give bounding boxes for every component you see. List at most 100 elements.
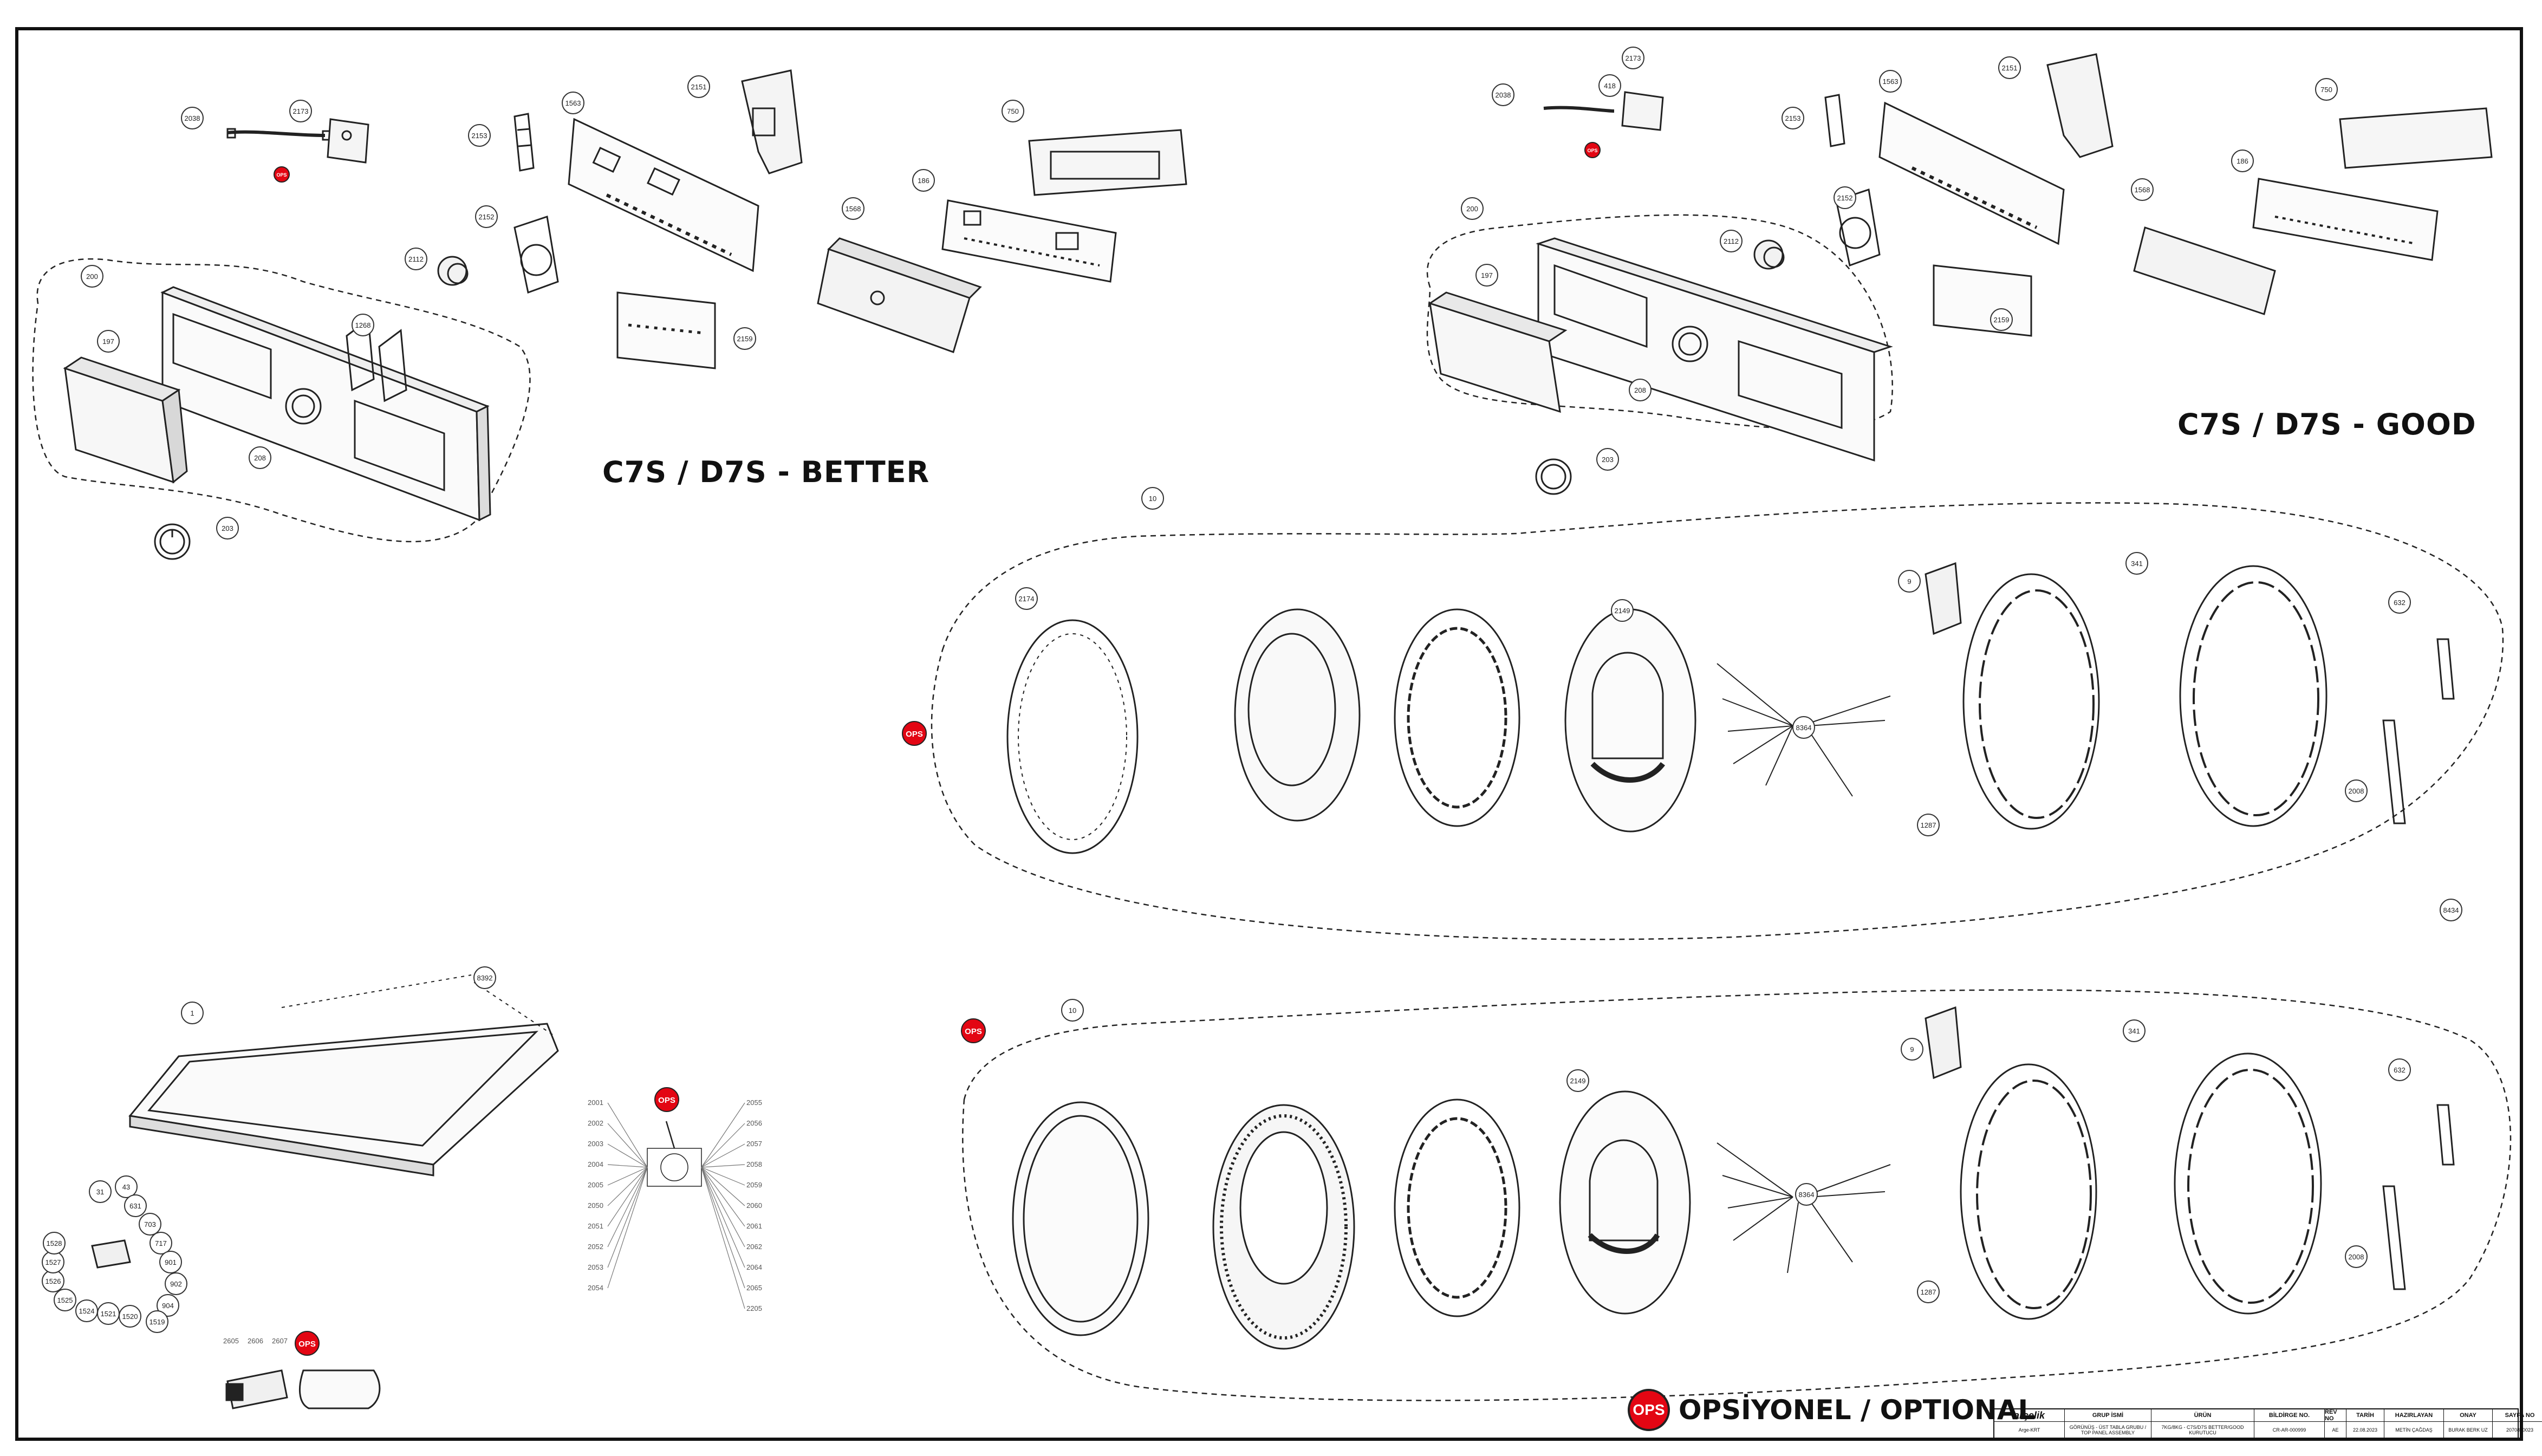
connector-right-2057: 2057 bbox=[746, 1140, 762, 1148]
prepared: METİN ÇAĞDAŞ bbox=[2395, 1427, 2433, 1433]
svg-text:2038: 2038 bbox=[1496, 91, 1511, 99]
fasteners-callout-904: 904 bbox=[157, 1294, 179, 1317]
svg-text:904: 904 bbox=[162, 1302, 174, 1310]
door_2-callout-632: 632 bbox=[2388, 1058, 2411, 1081]
svg-text:OPS: OPS bbox=[276, 172, 287, 178]
good-bracket bbox=[2046, 53, 2114, 158]
svg-text:632: 632 bbox=[2394, 599, 2406, 607]
good-callout-208: 208 bbox=[1629, 379, 1652, 401]
ops-badge: OPS bbox=[1628, 1389, 1670, 1431]
prepared-header: HAZIRLAYAN bbox=[2384, 1409, 2443, 1422]
notice-header: BİLDİRGE NO. bbox=[2254, 1409, 2324, 1422]
svg-text:186: 186 bbox=[2237, 157, 2248, 165]
svg-text:9: 9 bbox=[1907, 577, 1911, 586]
good-callout-418: 418 bbox=[1598, 74, 1621, 97]
good-callout-203: 203 bbox=[1596, 448, 1619, 471]
better-cable-module bbox=[226, 118, 369, 164]
connector-right-leader bbox=[701, 1167, 745, 1309]
connector-right-2059: 2059 bbox=[746, 1181, 762, 1189]
svg-text:197: 197 bbox=[1481, 271, 1493, 280]
svg-text:2174: 2174 bbox=[1019, 595, 1035, 603]
small-part-2606: 2606 bbox=[248, 1337, 263, 1345]
door-2-hinge bbox=[1925, 1006, 1962, 1080]
good-pcb-cover bbox=[2133, 226, 2276, 315]
connector-left-leader bbox=[607, 1167, 648, 1227]
door_1-callout-9: 9 bbox=[1898, 570, 1921, 593]
legend-text: OPSİYONEL / OPTIONAL bbox=[1679, 1394, 2036, 1426]
better-callout-1568: 1568 bbox=[842, 197, 864, 220]
fasteners-callout-717: 717 bbox=[149, 1232, 172, 1254]
fasteners-callout-1528: 1528 bbox=[43, 1232, 66, 1254]
better-callout-203: 203 bbox=[216, 517, 239, 540]
connector-right-leader bbox=[701, 1167, 745, 1186]
good-callout-2159: 2159 bbox=[1990, 308, 2013, 331]
fasteners-callout-1527: 1527 bbox=[42, 1251, 64, 1273]
svg-text:341: 341 bbox=[2128, 1027, 2140, 1035]
fasteners-callout-43: 43 bbox=[115, 1175, 138, 1198]
better-callout-2152: 2152 bbox=[475, 205, 498, 228]
door_2-callout-2149: 2149 bbox=[1566, 1069, 1589, 1092]
group-name: GÖRÜNÜŞ - ÜST TABLA GRUBU / TOP PANEL AS… bbox=[2069, 1424, 2147, 1435]
brand-sub: Arge-KRT bbox=[2018, 1427, 2040, 1433]
better-display-frame bbox=[1028, 129, 1187, 196]
tb-product: ÜRÜN 7KG/8KG - C7S/D7S BETTER/GOOD KURUT… bbox=[2151, 1409, 2254, 1438]
good-callout-2151: 2151 bbox=[1998, 56, 2021, 79]
svg-text:2038: 2038 bbox=[185, 114, 200, 122]
tb-date: TARİH 22.08.2023 bbox=[2346, 1409, 2384, 1438]
better-callout-750: 750 bbox=[1002, 100, 1024, 122]
svg-text:9: 9 bbox=[1910, 1045, 1914, 1054]
door_1-callout-8364: 8364 bbox=[1792, 716, 1815, 739]
svg-text:8392: 8392 bbox=[477, 974, 493, 982]
connector-left-2001: 2001 bbox=[588, 1098, 603, 1107]
good-callout-2173: 2173 bbox=[1622, 47, 1644, 69]
door_2-callout-10: 10 bbox=[1061, 999, 1084, 1022]
good-variant-title: C7S / D7S - GOOD bbox=[2177, 407, 2476, 441]
small-part-2605: 2605 bbox=[223, 1337, 239, 1345]
tb-approved: ONAY BURAK BERK UZ bbox=[2444, 1409, 2493, 1438]
door_1-callout-2149: 2149 bbox=[1611, 599, 1634, 622]
tb-page: SAYFA NO 2070800023 bbox=[2493, 1409, 2542, 1438]
door_1-callout-341: 341 bbox=[2125, 552, 2148, 575]
svg-text:341: 341 bbox=[2131, 560, 2143, 568]
good-callout-2153: 2153 bbox=[1782, 107, 1804, 129]
connector-right-2060: 2060 bbox=[746, 1201, 762, 1210]
svg-text:10: 10 bbox=[1069, 1006, 1076, 1015]
better-knob bbox=[154, 523, 191, 560]
good-knob-housing bbox=[1835, 188, 1881, 267]
better-callout-2038: 2038 bbox=[181, 107, 204, 129]
svg-text:1524: 1524 bbox=[79, 1307, 95, 1315]
svg-text:2149: 2149 bbox=[1570, 1077, 1586, 1085]
page-header: SAYFA NO bbox=[2493, 1409, 2542, 1422]
connector-right-2205: 2205 bbox=[746, 1304, 762, 1312]
door-2-outline bbox=[962, 989, 2512, 1401]
door-2-mesh-frame bbox=[1212, 1104, 1355, 1350]
connector-right-2065: 2065 bbox=[746, 1284, 762, 1292]
svg-text:1521: 1521 bbox=[101, 1310, 116, 1318]
title-block: arçelik Arge-KRT GRUP İSMİ GÖRÜNÜŞ - ÜST… bbox=[1993, 1408, 2542, 1439]
door-1-latch bbox=[2382, 638, 2455, 824]
better-knob-housing bbox=[513, 216, 559, 294]
svg-text:1527: 1527 bbox=[45, 1258, 61, 1266]
svg-text:2153: 2153 bbox=[472, 132, 487, 140]
connector-right-2062: 2062 bbox=[746, 1243, 762, 1251]
svg-text:2151: 2151 bbox=[691, 83, 707, 91]
rev-header: REV NO bbox=[2325, 1409, 2346, 1422]
svg-text:1563: 1563 bbox=[565, 99, 581, 107]
connector-left-2002: 2002 bbox=[588, 1119, 603, 1127]
tb-rev: REV NO AE bbox=[2325, 1409, 2346, 1438]
svg-text:901: 901 bbox=[165, 1258, 177, 1266]
svg-text:2159: 2159 bbox=[1994, 316, 2010, 324]
door-2-seal-ring bbox=[2174, 1052, 2322, 1315]
svg-text:43: 43 bbox=[122, 1183, 130, 1191]
svg-text:208: 208 bbox=[254, 454, 266, 462]
connector-right-leader bbox=[701, 1164, 745, 1168]
good-detergent-drawer bbox=[1428, 291, 1568, 413]
connector-left-2054: 2054 bbox=[588, 1284, 603, 1292]
svg-text:2152: 2152 bbox=[1837, 194, 1853, 202]
svg-text:OPS: OPS bbox=[906, 730, 923, 739]
brand-logo: arçelik bbox=[2013, 1409, 2045, 1421]
fasteners-callout-901: 901 bbox=[159, 1251, 182, 1273]
connector-left-leader bbox=[607, 1143, 648, 1168]
better-callout-2112: 2112 bbox=[405, 248, 427, 270]
svg-text:418: 418 bbox=[1604, 82, 1616, 90]
